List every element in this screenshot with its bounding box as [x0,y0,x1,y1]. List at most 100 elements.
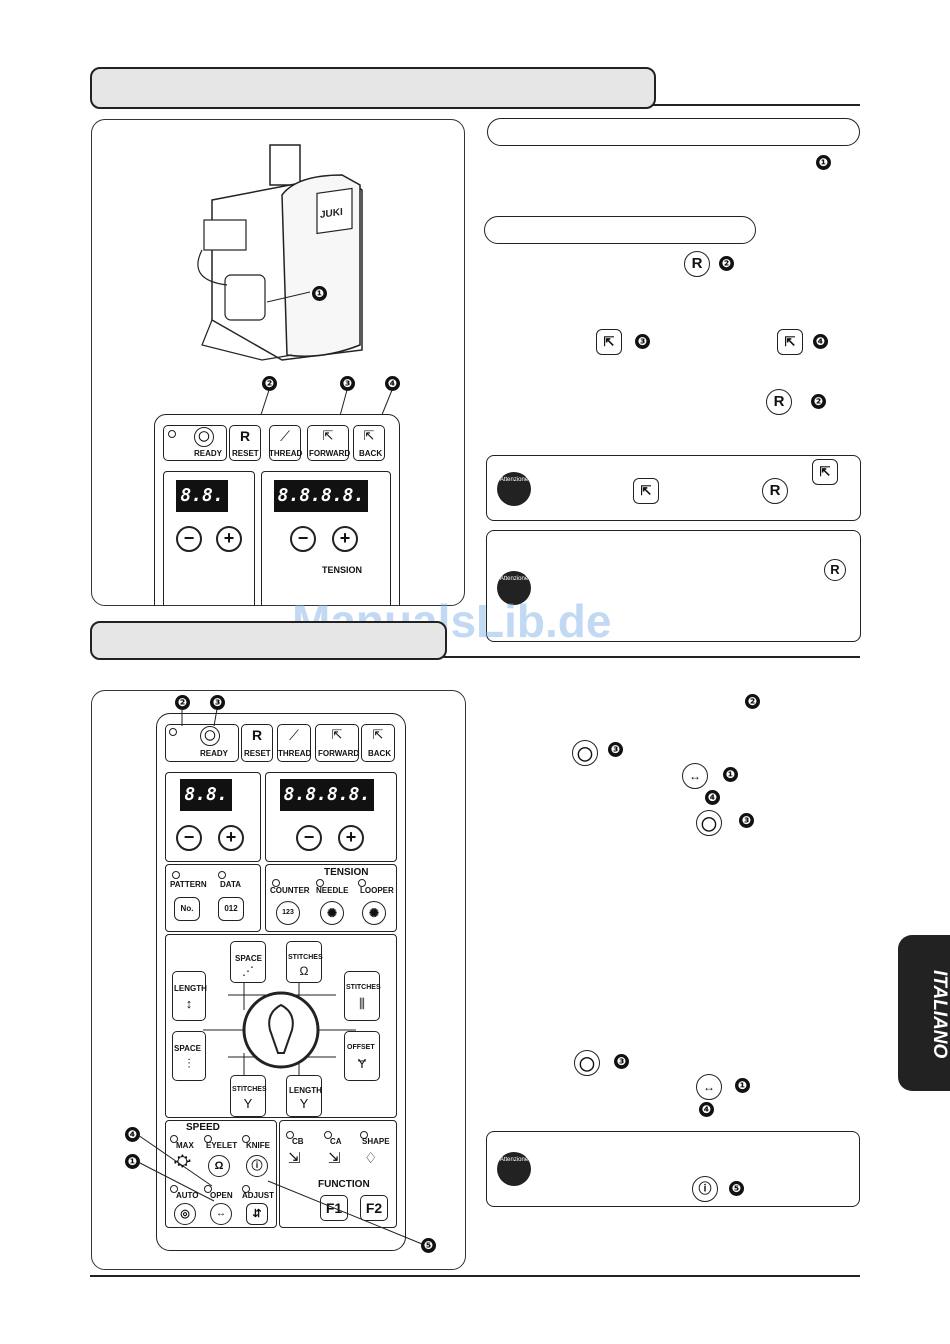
needle-tension-button[interactable]: ✺ [320,901,344,925]
forward-label-2: FORWARD [318,749,360,758]
data-button[interactable]: 012 [218,897,244,921]
ready-icon-2[interactable]: ◯ [200,726,220,746]
auto-label: AUTO [176,1191,199,1200]
pattern-led [172,871,180,879]
plus-button-right-2[interactable]: + [338,825,364,851]
minus-button-right-2[interactable]: − [296,825,322,851]
large-display-2: 8.8.8.8. [280,779,374,811]
reset-key-2[interactable]: R RESET [241,724,273,762]
minus-button-right[interactable]: − [290,526,316,552]
thread-key-2[interactable]: ⟋ THREAD [277,724,311,762]
forward-icon: ⇱ [322,428,334,443]
open-led [204,1185,212,1193]
thread-label-2: THREAD [278,749,312,758]
counter-icon-text: 123 [282,909,294,916]
ready-label-2: READY [200,749,229,758]
back-key[interactable]: ⇱ BACK [353,425,385,461]
forward-key-2[interactable]: ⇱ FORWARD [315,724,359,762]
pattern-button[interactable]: No. [174,897,200,921]
back-key-2[interactable]: ⇱ BACK [361,724,395,762]
data-icon-text: 012 [224,904,238,913]
eyelet-button[interactable]: Ω [208,1155,230,1177]
ready-led [168,430,176,438]
open-label: OPEN [210,1191,233,1200]
ca-icon[interactable]: ⇲ [328,1150,341,1167]
back-icon-2: ⇱ [372,727,384,742]
adjust-label: ADJUST [242,1191,275,1200]
open-button[interactable]: ↔ [210,1203,232,1225]
cb-led [286,1131,294,1139]
space-top-key[interactable]: SPACE ⋰ [230,941,266,983]
max-icon[interactable]: ⛮ [174,1153,191,1170]
stitches-bottom-icon: Y [243,1096,253,1111]
length-left-key[interactable]: LENGTH ↕ [172,971,207,1021]
f2-button[interactable]: F2 [360,1195,388,1221]
function-label: FUNCTION [318,1179,370,1190]
thread-label: THREAD [269,449,303,458]
max-led [170,1135,178,1143]
reset-inline-icon-2: R [766,389,792,415]
ca-label: CA [330,1137,342,1146]
control-panel-frame: ❷ ❸ ◯ READY R RESET ⟋ THREAD ⇱ FORWARD ⇱… [91,690,466,1270]
shape-icon[interactable]: ♢ [364,1150,378,1167]
offset-right-key[interactable]: OFFSET Ɏ [344,1031,380,1081]
text-callout-3b: ❸ [608,742,623,757]
control-panel-full: ◯ READY R RESET ⟋ THREAD ⇱ FORWARD ⇱ BAC… [156,713,406,1251]
text-callout-3a: ❸ [635,334,650,349]
back-inline-icon: ⇱ [777,329,803,355]
text-callout-5: ❺ [729,1181,744,1196]
ready-led-2 [169,728,177,736]
back-icon: ⇱ [363,428,375,443]
knife-button[interactable]: ⓘ [246,1155,268,1177]
back-note-icon: ⇱ [633,478,659,504]
attention-icon-2: Attenzione [497,571,531,605]
cb-icon[interactable]: ⇲ [288,1150,301,1167]
counter-button[interactable]: 123 [276,901,300,925]
display-right-2: 8.8.8.8. − + [265,772,397,862]
speed-group: SPEED MAX ⛮ EYELET Ω KNIFE ⓘ AUTO ◎ OPEN… [165,1120,277,1228]
space-left-icon: ⫶ [187,1056,191,1071]
stitches-bottom-label: STITCHES [232,1086,267,1093]
adjust-button[interactable]: ⇵ [246,1203,268,1225]
text-callout-1b: ❶ [723,767,738,782]
tension-group: TENSION COUNTER 123 NEEDLE ✺ LOOPER ✺ [265,864,397,932]
space-left-key[interactable]: SPACE ⫶ [172,1031,206,1081]
plus-button-left[interactable]: + [216,526,242,552]
plus-button-left-2[interactable]: + [218,825,244,851]
max-label: MAX [176,1141,194,1150]
ready-inline-icon-1: ◯ [572,740,598,766]
forward-key[interactable]: ⇱ FORWARD [307,425,350,461]
auto-button[interactable]: ◎ [174,1203,196,1225]
auto-led [170,1185,178,1193]
footer-rule [90,1275,860,1277]
shape-label: SHAPE [362,1137,390,1146]
minus-button-left-2[interactable]: − [176,825,202,851]
header-rule-top [652,104,860,106]
reset-key[interactable]: R RESET [229,425,261,461]
display-left-2: 8.8. − + [165,772,261,862]
stitches-right-key[interactable]: STITCHES ⫼ [344,971,381,1021]
attention-note-2: Attenzione R [486,530,861,642]
needle-label: NEEDLE [316,886,349,895]
ready-icon[interactable]: ◯ [194,427,214,447]
text-callout-1: ❶ [816,155,831,170]
stitches-right-icon: ⫼ [359,996,365,1011]
reset-letter-2: R [251,727,263,743]
ready-inline-icon-3: ◯ [574,1050,600,1076]
looper-tension-button[interactable]: ✺ [362,901,386,925]
stitches-top-key[interactable]: STITCHES Ω [286,941,323,983]
machine-brand-logo: JUKI [320,207,343,221]
stitches-bottom-key[interactable]: STITCHES Y [230,1075,267,1117]
section-header-bar-bottom [90,621,447,660]
sewing-machine-illustration: JUKI [197,144,363,361]
small-display-2: 8.8. [180,779,232,811]
callout-3: ❸ [340,376,355,391]
thread-icon-2: ⟋ [289,727,299,743]
plus-button-right[interactable]: + [332,526,358,552]
thread-key[interactable]: ⟋ THREAD [269,425,303,461]
text-callout-4c: ❹ [699,1102,714,1117]
subheader-pill-2 [484,216,756,244]
length-bottom-key[interactable]: LENGTH Y [286,1075,322,1117]
ready-key-group-2: ◯ READY [165,724,239,762]
minus-button-left[interactable]: − [176,526,202,552]
